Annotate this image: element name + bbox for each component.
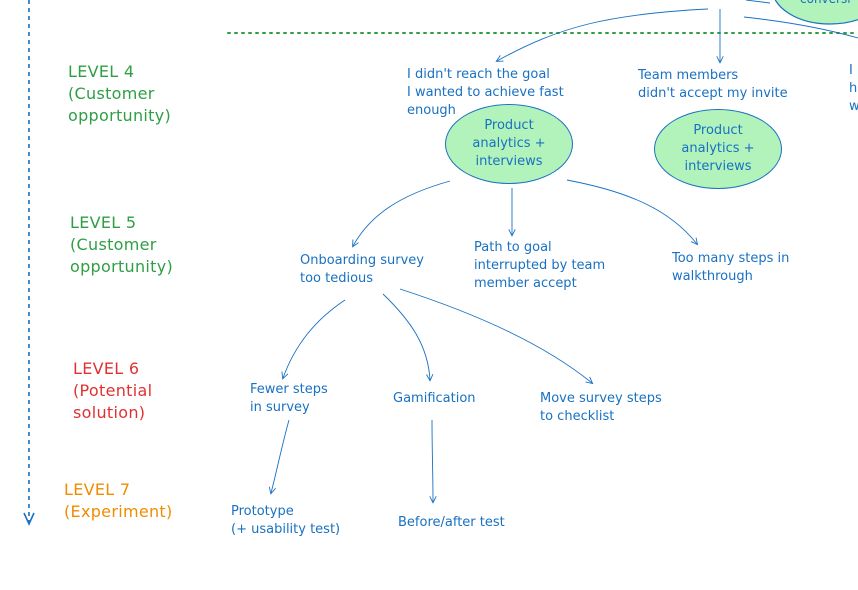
opportunity-too-many-steps: Too many steps in walkthrough [672,251,790,284]
top-ellipse-partial [774,0,858,25]
level-axis-arrowhead [23,512,35,526]
solution-gamification: Gamification [393,391,476,406]
arrow-top-left-stub [745,0,771,4]
arrow-onboarding-to-move-survey [399,288,592,383]
experiment-prototype: Prototype (+ usability test) [231,504,341,537]
level-6-label: LEVEL 6 (Potential solution) [73,359,153,422]
arrow-onboarding-to-gamification [382,293,430,380]
opportunity-goal-not-fast: I didn't reach the goal I wanted to achi… [407,67,564,118]
arrow-fewer-to-prototype [271,419,290,493]
level-5-label: LEVEL 5 (Customer opportunity) [70,213,174,276]
arrow-goal-to-too-many-steps [566,179,697,244]
research-ellipse-1: Product analytics + interviews [445,104,573,184]
arrow-top-to-goal [497,8,709,61]
solution-move-survey: Move survey steps to checklist [540,391,662,424]
opportunity-path-interrupted: Path to goal interrupted by team member … [474,240,606,291]
arrow-top-to-right-partial [743,16,858,39]
level-7-label: LEVEL 7 (Experiment) [64,480,173,521]
arrow-gamification-to-before-after [432,419,433,502]
opportunity-onboarding-survey: Onboarding survey too tedious [300,253,424,286]
level-4-label: LEVEL 4 (Customer opportunity) [68,62,172,125]
research-ellipse-2: Product analytics + interviews [654,109,782,189]
opportunity-right-partial: I h w [849,63,858,114]
solution-fewer-steps: Fewer steps in survey [250,382,328,415]
opportunity-team-invite: Team members didn't accept my invite [638,68,788,101]
experiment-before-after: Before/after test [398,515,505,530]
arrow-goal-to-onboarding [353,180,451,246]
arrow-onboarding-to-fewer [283,299,346,378]
top-ellipse-text: conversi [800,0,851,8]
